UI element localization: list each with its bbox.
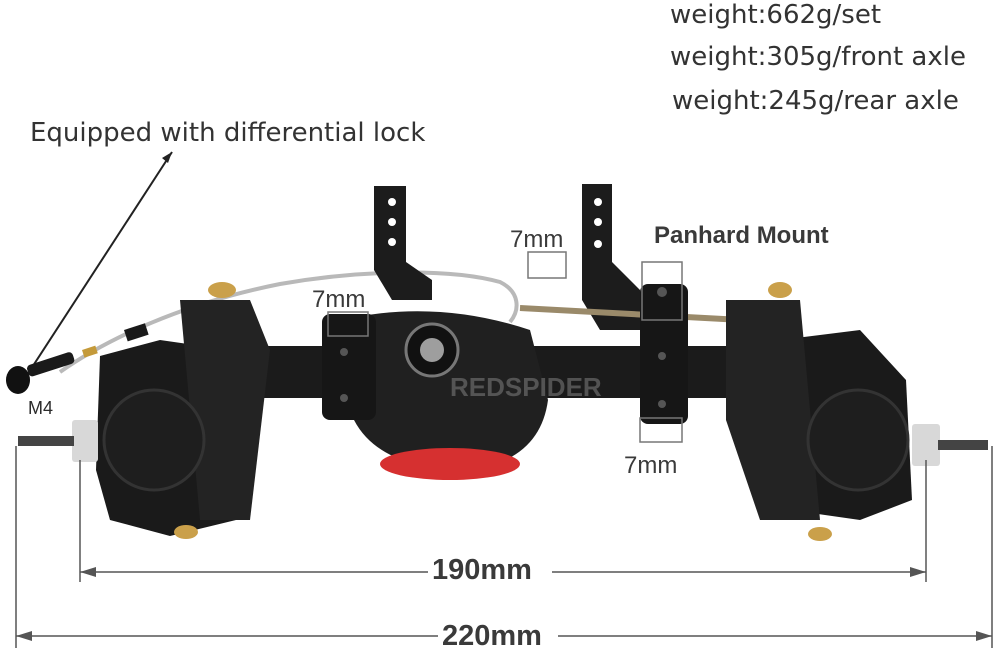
weight-front-axle-text: weight:305g/front axle — [670, 42, 966, 72]
diff-lock-label: Equipped with differential lock — [30, 118, 426, 148]
dimension-220-line — [15, 446, 993, 648]
weight-set-text: weight:662g/set — [670, 0, 882, 30]
left-hub-assembly — [18, 282, 270, 539]
diff-lock-leader-line — [15, 151, 173, 393]
mm7-left-label: 7mm — [312, 286, 366, 313]
panhard-mount-box — [641, 261, 683, 321]
mm7-left-box — [327, 311, 369, 337]
panhard-mount-label: Panhard Mount — [654, 222, 829, 249]
diff-lock-leader-arrow — [162, 152, 172, 163]
upper-link-mount-left — [374, 186, 432, 300]
cable-end-fitting — [6, 323, 149, 394]
dimension-190-line — [79, 460, 927, 582]
lower-link-mount-left — [322, 314, 376, 420]
diff-housing — [350, 311, 548, 470]
m4-label: M4 — [28, 398, 54, 418]
mm7-bottom-label: 7mm — [624, 452, 678, 479]
dimension-190-label: 190mm — [432, 554, 532, 586]
mm7-bottom-box — [639, 417, 683, 443]
upper-link-mount-right — [582, 184, 640, 330]
mm7-top-label: 7mm — [510, 226, 564, 253]
weight-rear-axle-text: weight:245g/rear axle — [672, 86, 959, 116]
watermark-text: REDSPIDER — [450, 372, 602, 402]
mm7-top-box — [527, 251, 567, 279]
right-hub-assembly — [726, 282, 988, 541]
dimension-220-label: 220mm — [442, 620, 542, 652]
diff-cover-red — [380, 448, 520, 480]
lower-link-mount-right — [640, 284, 688, 424]
